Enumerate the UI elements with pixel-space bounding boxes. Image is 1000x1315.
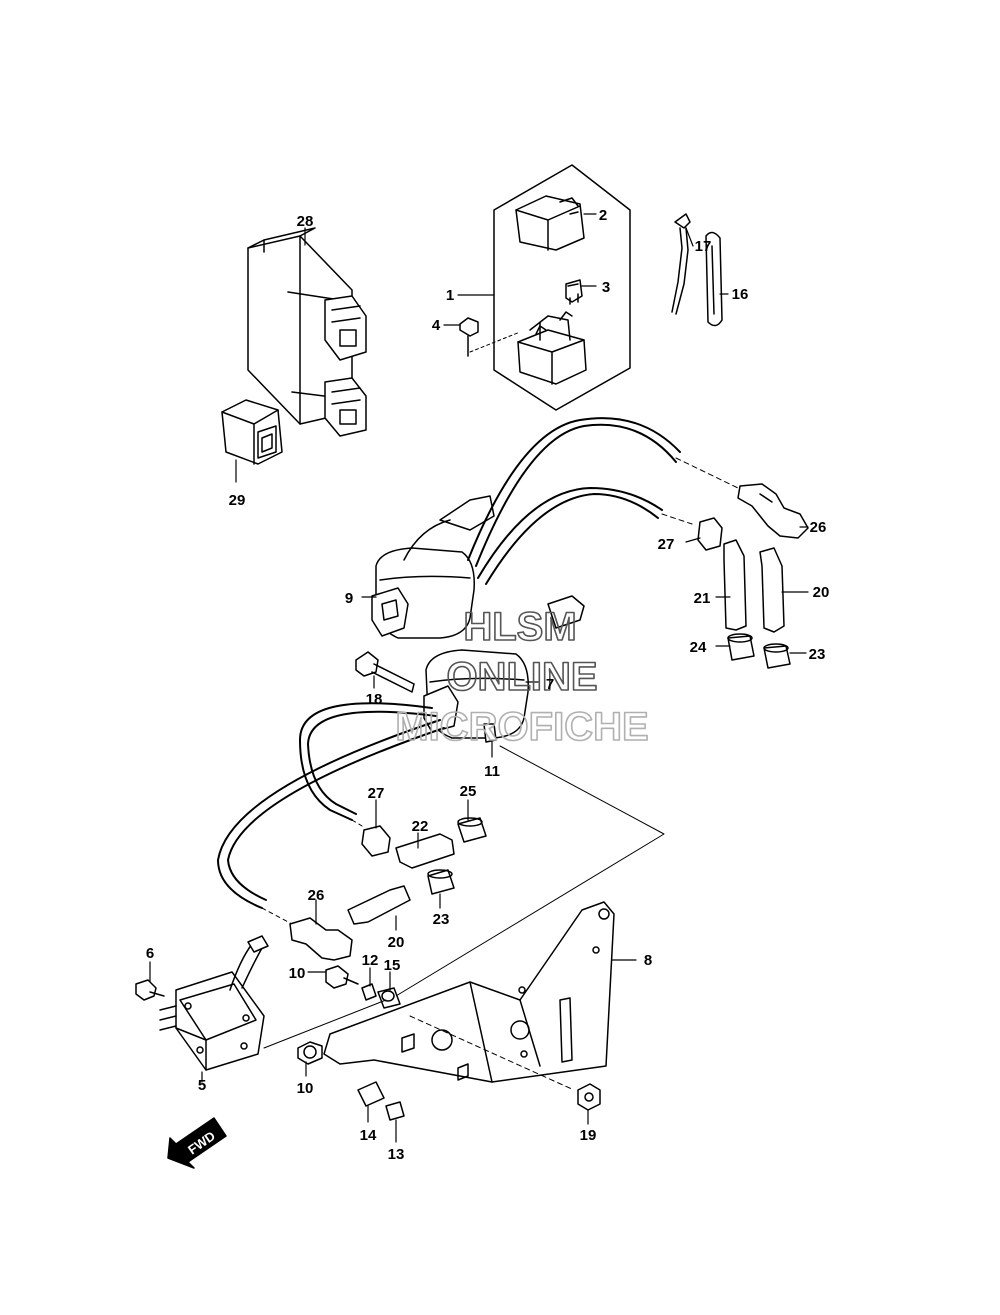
watermark-line-1: HLSM (463, 605, 576, 649)
part-label-21: 21 (694, 590, 711, 607)
bolt-6 (135, 979, 165, 1001)
part-label-14: 14 (360, 1127, 377, 1144)
part-label-3: 3 (602, 279, 610, 296)
ht-cables (217, 417, 739, 925)
leader-lines (149, 213, 809, 1143)
part-label-26-lower: 26 (308, 887, 325, 904)
plug-cap-26-upper (737, 483, 809, 539)
bolt-10-upper (325, 965, 359, 989)
part-label-29: 29 (229, 492, 246, 509)
part-label-1: 1 (446, 287, 454, 304)
bolt-4 (459, 317, 521, 357)
boot-20-upper (759, 547, 785, 633)
plug-cap-27-lower (361, 825, 391, 857)
starter-relay (517, 311, 587, 385)
part-label-12: 12 (362, 952, 379, 969)
part-label-27-upper: 27 (658, 536, 675, 553)
part-label-19: 19 (580, 1127, 597, 1144)
part-label-24: 24 (690, 639, 707, 656)
bolt-18 (355, 651, 415, 693)
part-label-20-lower: 20 (388, 934, 405, 951)
grommet-23-lower (427, 869, 455, 895)
part-label-13: 13 (388, 1146, 405, 1163)
collar-12 (361, 983, 377, 1001)
part-label-7: 7 (546, 676, 554, 693)
fwd-arrow-icon: FWD (167, 1117, 227, 1169)
bolt-10-lower (297, 1041, 323, 1065)
fuse-3 (565, 279, 583, 305)
part-label-2: 2 (599, 207, 607, 224)
nut-19 (577, 1083, 601, 1111)
regulator-5 (159, 935, 387, 1071)
plug-cap-27-upper (697, 517, 723, 551)
part-label-22: 22 (412, 818, 429, 835)
part-label-23-lower: 23 (433, 911, 450, 928)
part-label-15: 15 (384, 957, 401, 974)
part-label-11: 11 (484, 763, 500, 780)
part-label-5: 5 (198, 1077, 206, 1094)
part-label-20-upper: 20 (813, 584, 830, 601)
ecu-module (247, 227, 367, 437)
part-label-8: 8 (644, 952, 652, 969)
watermark: HLSM ONLINE MICROFICHE (395, 604, 650, 750)
part-label-26-upper: 26 (810, 519, 827, 536)
part-label-10-upper: 10 (289, 965, 306, 982)
part-label-16: 16 (732, 286, 749, 303)
part-label-4: 4 (432, 317, 441, 334)
part-label-27-lower: 27 (368, 785, 385, 802)
part-label-28: 28 (297, 213, 314, 230)
grommet-25 (457, 817, 487, 843)
grommet-15 (377, 987, 401, 1009)
connector-29 (221, 399, 283, 465)
grommet-23-upper (763, 643, 791, 669)
boot-22 (395, 833, 455, 869)
part-label-23-upper: 23 (809, 646, 826, 663)
clamp-16 (705, 231, 723, 327)
boot-20-lower (347, 885, 411, 925)
bracket-8 (323, 745, 665, 1091)
ignition-coil-lower (423, 595, 585, 739)
part-label-10-lower: 10 (297, 1080, 314, 1097)
part-label-9: 9 (345, 590, 353, 607)
grommet-14 (357, 1081, 385, 1107)
plug-cap-26-lower (289, 917, 353, 961)
grommet-24 (727, 633, 755, 661)
relay-cover-2 (515, 195, 585, 251)
boot-21 (723, 539, 747, 631)
watermark-line-2: ONLINE (446, 655, 597, 699)
part-label-18: 18 (366, 691, 383, 708)
part-label-25: 25 (460, 783, 477, 800)
relay-assembly-box (493, 164, 631, 411)
part-label-17: 17 (695, 238, 712, 255)
cable-tie-17 (671, 213, 691, 315)
watermark-line-3: MICROFICHE (395, 705, 648, 749)
spacer-11 (483, 723, 497, 743)
part-number-labels: 28 1 2 3 4 29 17 16 26 27 21 20 24 23 9 … (146, 207, 830, 1163)
part-label-6: 6 (146, 945, 154, 962)
collar-13 (385, 1101, 405, 1121)
